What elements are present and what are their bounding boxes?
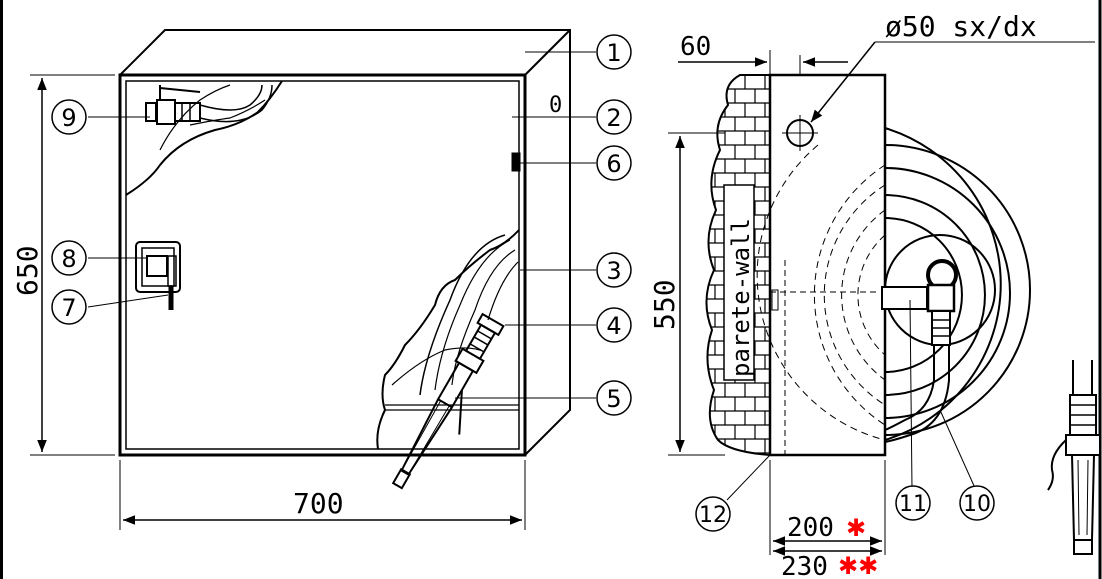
- hose-reel: [756, 127, 1101, 555]
- depth-dimension-230: 230: [781, 552, 828, 579]
- side-height-dimension: 550: [648, 279, 681, 330]
- callout-5: 5: [596, 380, 632, 416]
- front-callout-leaders: [87, 51, 596, 399]
- side-dimensions: [668, 41, 1095, 556]
- callout-10: 10: [959, 485, 995, 521]
- svg-text:4: 4: [606, 312, 621, 340]
- svg-text:2: 2: [606, 104, 621, 132]
- svg-text:3: 3: [606, 257, 621, 285]
- side-view-box: [768, 73, 887, 457]
- front-width-dimension: 700: [293, 487, 344, 520]
- front-view-cabinet: [118, 29, 571, 490]
- callout-11: 11: [895, 485, 931, 521]
- svg-text:1: 1: [606, 39, 621, 67]
- offset-dimension: 60: [680, 32, 711, 62]
- front-small-label: 0: [549, 93, 562, 118]
- callout-6: 6: [596, 145, 632, 181]
- callout-7: 7: [51, 289, 87, 325]
- wall-label: parete-wall: [727, 218, 755, 377]
- depth-230-asterisks: ✱✱: [838, 552, 878, 579]
- svg-text:7: 7: [61, 294, 76, 322]
- callout-9: 9: [51, 99, 87, 135]
- callout-3: 3: [596, 252, 632, 288]
- svg-text:11: 11: [899, 492, 927, 517]
- front-height-dimension: 650: [11, 245, 44, 296]
- svg-text:10: 10: [963, 492, 991, 517]
- callout-8: 8: [51, 240, 87, 276]
- svg-text:5: 5: [606, 385, 621, 413]
- svg-text:8: 8: [61, 245, 76, 273]
- front-dimensions: [30, 74, 526, 530]
- pipe-diameter-label: ø50 sx/dx: [885, 10, 1037, 43]
- svg-text:6: 6: [606, 150, 621, 178]
- callout-1: 1: [596, 34, 632, 70]
- depth-200-asterisk: ✱: [846, 514, 866, 542]
- callout-2: 2: [596, 99, 632, 135]
- side-callout-leaders: [726, 299, 976, 501]
- depth-dimension-200: 200: [787, 513, 834, 543]
- svg-text:12: 12: [699, 503, 727, 528]
- callout-12: 12: [695, 496, 731, 532]
- svg-text:9: 9: [61, 104, 76, 132]
- callout-4: 4: [596, 307, 632, 343]
